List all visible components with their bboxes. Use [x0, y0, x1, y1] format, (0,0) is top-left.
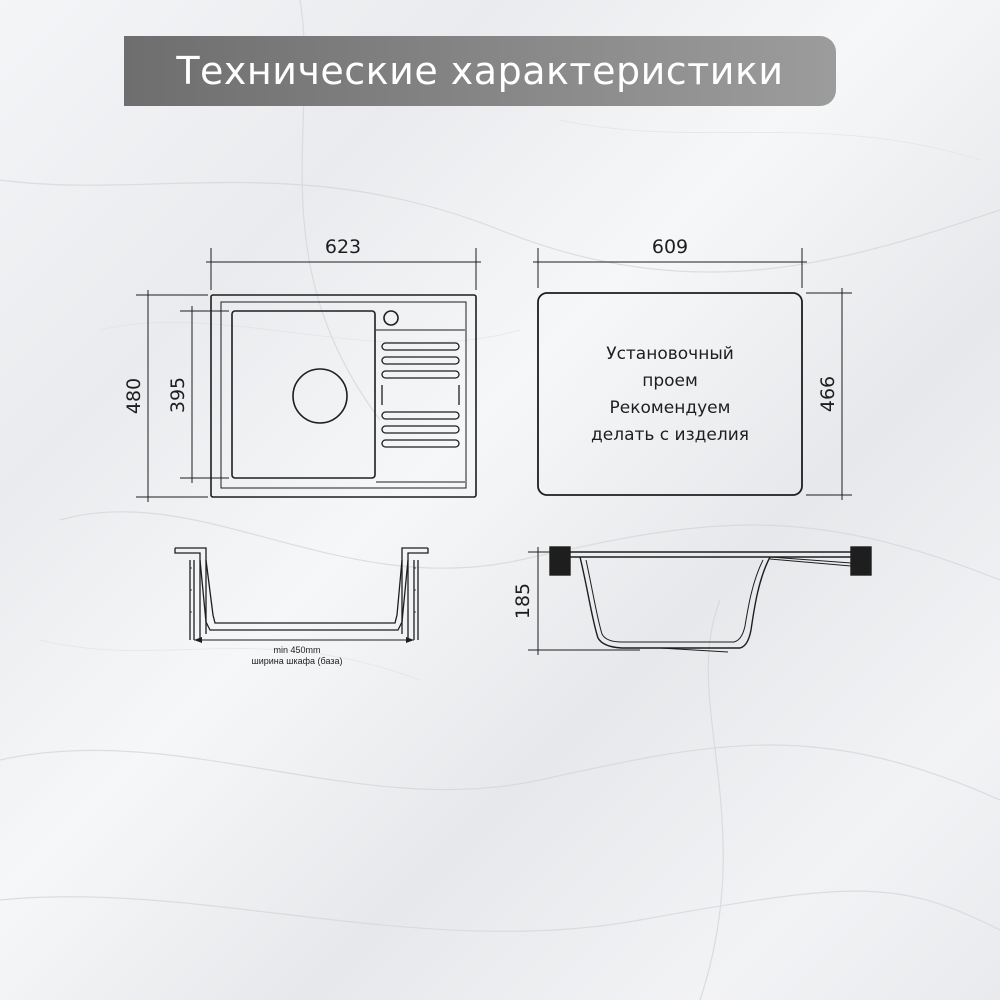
min-width-label: min 450mm [273, 645, 320, 655]
front-view [174, 547, 429, 643]
dimension-480 [136, 290, 208, 502]
title-bar: Технические характеристики [124, 36, 836, 106]
note-line-2: проем [642, 371, 698, 391]
dimension-609-label: 609 [652, 236, 688, 258]
cutout-view [537, 292, 803, 496]
dimension-185-label: 185 [512, 583, 534, 619]
cabinet-width-label: ширина шкафа (база) [251, 656, 342, 666]
sink-outline [210, 294, 477, 498]
note-line-3: Рекомендуем [610, 398, 731, 418]
sink-inner-rim [220, 301, 467, 489]
right-clip [850, 546, 872, 576]
page-title: Технические характеристики [176, 49, 784, 93]
drainboard-ribs [381, 342, 460, 448]
note-line-4: делать с изделия [591, 425, 749, 445]
dimension-395 [180, 306, 229, 483]
dimension-466 [806, 288, 852, 500]
dimension-185 [528, 547, 640, 655]
top-view [210, 294, 477, 498]
cutout-note: Установочный проем Рекомендуем делать с … [591, 344, 749, 445]
note-line-1: Установочный [606, 344, 734, 364]
dimension-466-label: 466 [817, 376, 839, 412]
dimension-480-label: 480 [123, 378, 145, 414]
dimension-609 [533, 248, 807, 288]
drain-circle [292, 368, 348, 424]
bowl-outline [231, 310, 376, 479]
side-view [549, 546, 872, 653]
dimension-395-label: 395 [167, 377, 189, 413]
cutout-outline [537, 292, 803, 496]
bowl-profile-outer [579, 556, 771, 649]
left-clip [549, 546, 571, 576]
tap-hole [383, 310, 399, 326]
dimension-623-label: 623 [325, 236, 361, 258]
bowl-profile-inner [585, 559, 764, 643]
dimension-623 [206, 248, 481, 290]
